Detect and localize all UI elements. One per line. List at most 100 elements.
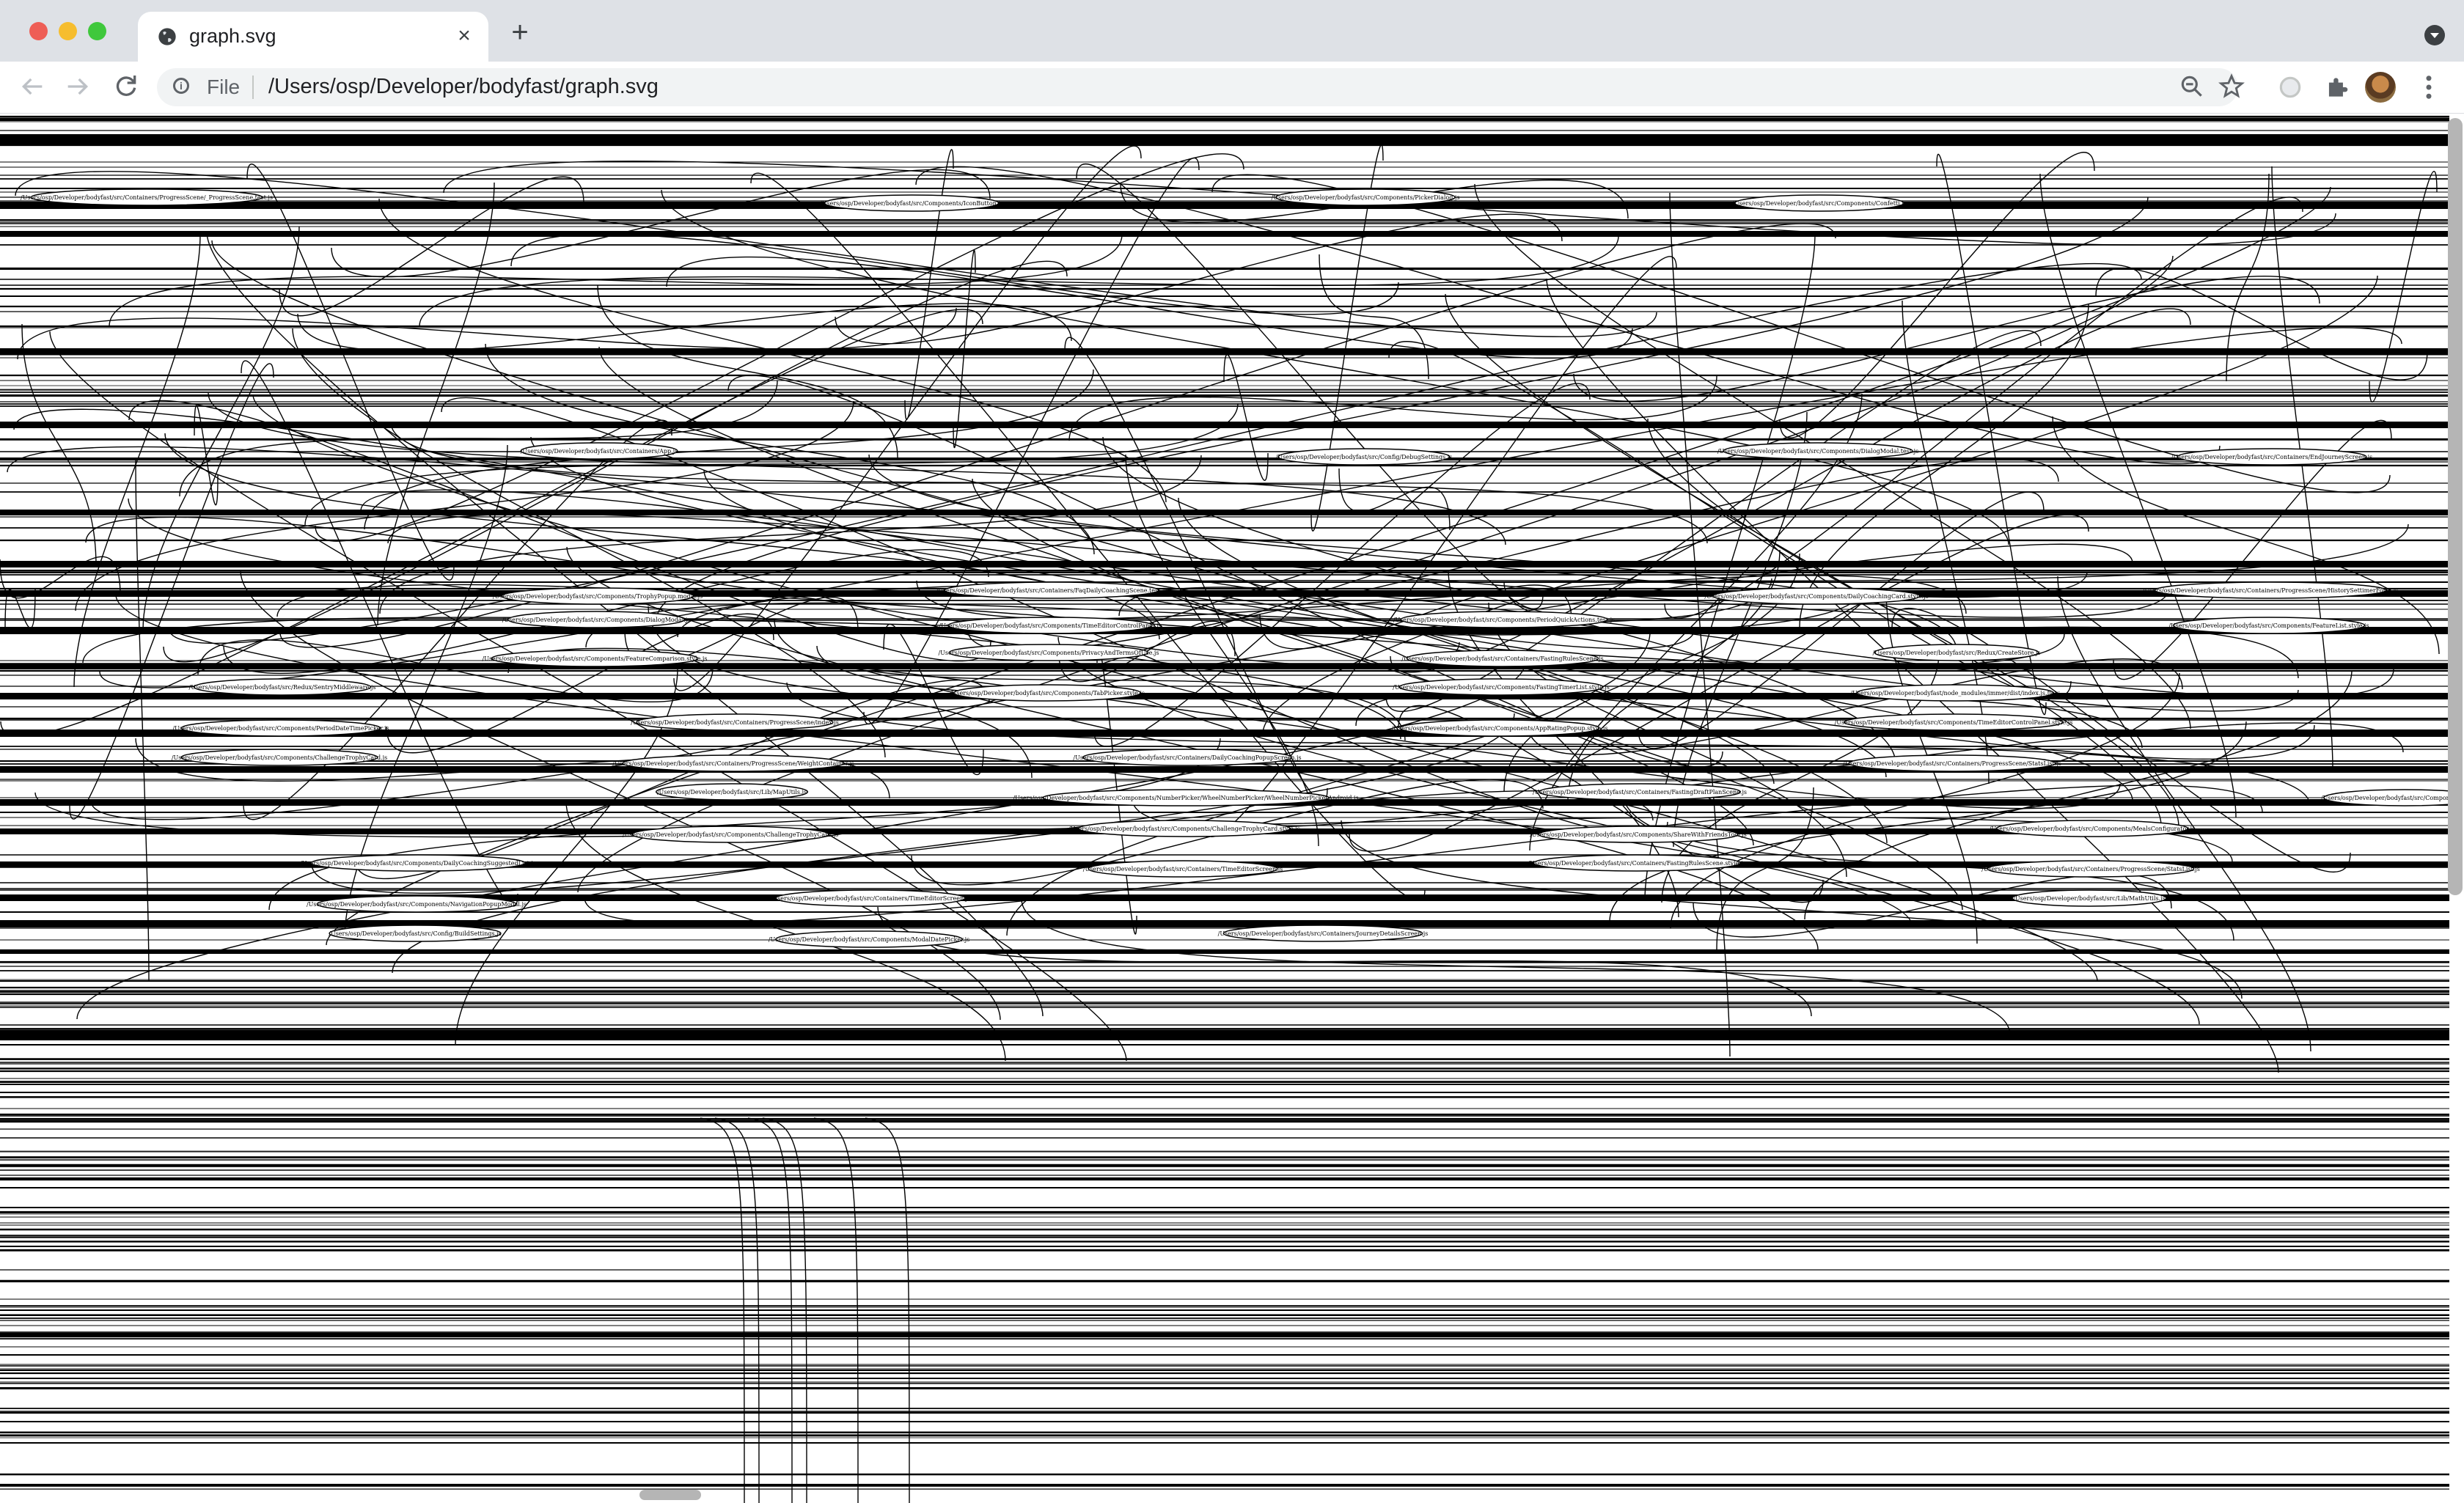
graph-node: /Users/osp/Developer/bodyfast/src/Compon… [1990, 820, 2196, 837]
graph-node-label: /Users/osp/Developer/bodyfast/src/Compon… [1068, 826, 1300, 832]
minimize-window-button[interactable] [59, 22, 77, 40]
graph-node: /Users/osp/Developer/bodyfast/src/Contai… [1401, 650, 1604, 667]
graph-node-label: /Users/osp/Developer/bodyfast/src/Contai… [1073, 754, 1301, 761]
edge-curve [2113, 419, 2392, 680]
edge-curve [1936, 153, 2047, 716]
address-bar[interactable]: i File /Users/osp/Developer/bodyfast/gra… [157, 68, 2245, 106]
graph-node: /Users/osp/Developer/bodyfast/src/Compon… [483, 650, 708, 667]
edge-curve [750, 172, 1426, 901]
bookmark-star-icon[interactable] [2218, 73, 2245, 100]
edge-curve [700, 1117, 745, 1503]
edge-curve [135, 460, 150, 981]
edge-curve [1528, 658, 2183, 755]
graph-node-label: /Users/osp/Developer/bodyfast/src/Compon… [172, 754, 387, 761]
graph-node: /Users/osp/Developer/bodyfast/src/Compon… [1704, 587, 1929, 605]
url-text[interactable]: /Users/osp/Developer/bodyfast/graph.svg [268, 75, 659, 98]
edge-curve [1488, 602, 1847, 878]
graph-node-label: /Users/osp/Developer/bodyfast/src/Compon… [1990, 826, 2196, 832]
extension-circle-icon[interactable] [2276, 73, 2304, 101]
new-tab-button[interactable]: + [511, 16, 529, 48]
edge-curve [15, 171, 1657, 337]
graph-node-label: /Users/osp/Developer/bodyfast/src/Contai… [1843, 760, 2061, 767]
graph-node-label: /Users/osp/Developer/bodyfast/src/Compon… [1704, 593, 1928, 600]
graph-node: /Users/osp/Developer/bodyfast/src/Lib/Ma… [655, 783, 809, 801]
edge-curve [353, 679, 990, 880]
edge-curve [656, 196, 2149, 619]
zoom-window-button[interactable] [88, 22, 106, 40]
graph-node-label: /Users/osp/Developer/bodyfast/src/Compon… [938, 650, 1159, 656]
edge-curve [1669, 192, 1731, 1057]
edge-curve [419, 235, 1619, 327]
page-viewport[interactable]: /Users/osp/Developer/bodyfast/src/Contai… [0, 114, 2464, 1503]
zoom-out-icon[interactable] [2178, 73, 2206, 100]
edge-curve [315, 153, 1244, 542]
graph-node-label: /Users/osp/Developer/bodyfast/src/Compon… [623, 831, 838, 838]
edge-curve [268, 738, 1221, 911]
edge-band [0, 766, 2449, 773]
edge-curve [386, 613, 774, 754]
graph-node-label: /Users/osp/Developer/bodyfast/src/Lib/Ma… [2013, 895, 2166, 902]
graph-node: /Users/osp/Developer/bodyfast/node_modul… [1850, 684, 2060, 702]
graph-node: /Users/osp/Developer/bodyfast/src/Contai… [1843, 754, 2061, 772]
edge-curve [1693, 873, 2172, 938]
edge-curve [1609, 721, 2247, 922]
tab-title: graph.svg [189, 25, 276, 47]
extensions-puzzle-icon[interactable] [2323, 73, 2351, 101]
edge-curve [786, 682, 2311, 806]
graph-node-label: /Users/osp/Developer/bodyfast/src/Contai… [2143, 587, 2398, 594]
graph-node: /Users/osp/Developer/bodyfast/src/Compon… [172, 749, 387, 766]
tab-search-icon[interactable] [2424, 25, 2445, 45]
edge-curve [883, 624, 984, 775]
edge-band [0, 231, 2449, 237]
edge-curve [510, 233, 1399, 315]
graph-node: /Users/osp/Developer/bodyfast/src/Compon… [950, 684, 1145, 702]
edge-curve [76, 661, 1526, 1020]
edge-band [0, 920, 2449, 926]
tab-graph-svg[interactable]: graph.svg × [138, 12, 488, 62]
edge-curve [577, 255, 2174, 893]
edge-curve [1338, 468, 1451, 531]
edge-curve [813, 1117, 859, 1503]
edge-curve [1064, 337, 1328, 803]
edge-curve [1670, 672, 2180, 929]
graph-node-label: /Users/osp/Developer/bodyfast/src/Contai… [1528, 860, 1745, 867]
graph-node: /Users/osp/Developer/bodyfast/src/Contai… [1533, 783, 1747, 801]
edge-curve [90, 543, 2133, 820]
edge-curve [2052, 416, 2440, 655]
edge-curve [1349, 514, 2089, 852]
edge-curve [2271, 166, 2333, 770]
edge-curve [747, 1117, 793, 1503]
edge-curve [868, 454, 1957, 651]
graph-node-label: /Users/osp/Developer/bodyfast/src/Contai… [1981, 866, 2200, 872]
reload-icon[interactable] [111, 72, 141, 101]
forward-arrow-icon[interactable] [63, 72, 92, 101]
horizontal-scrollbar[interactable] [639, 1490, 701, 1500]
back-arrow-icon[interactable] [18, 72, 47, 101]
edge-curve [49, 331, 1127, 1062]
edge-curve [648, 606, 1033, 779]
graph-node: /Users/osp/Developer/bodyfast/src/Compon… [1717, 442, 1918, 460]
edge-curve [714, 1117, 760, 1503]
globe-icon [158, 28, 176, 45]
browser-toolbar: i File /Users/osp/Developer/bodyfast/gra… [0, 62, 2464, 114]
edge-curve [1178, 497, 1888, 844]
tab-strip: graph.svg × + [0, 0, 2464, 62]
vertical-scrollbar[interactable] [2448, 118, 2463, 895]
graph-node-label: /Users/osp/Developer/bodyfast/src/Compon… [172, 725, 389, 732]
graph-node-label: /Users/osp/Developer/bodyfast/src/Compon… [2321, 795, 2449, 801]
close-tab-icon[interactable]: × [458, 23, 471, 48]
graph-node-label: /Users/osp/Developer/bodyfast/src/Compon… [483, 655, 708, 662]
edge-curve [73, 234, 201, 688]
graph-node-label: /Users/osp/Developer/bodyfast/src/Compon… [1013, 795, 1358, 801]
three-dots-menu-icon[interactable] [2424, 72, 2433, 103]
graph-node: /Users/osp/Developer/bodyfast/src/Contai… [771, 889, 970, 907]
graph-node: /Users/osp/Developer/bodyfast/src/Compon… [1530, 826, 1747, 843]
graph-node: /Users/osp/Developer/bodyfast/src/Compon… [1393, 611, 1615, 628]
info-icon[interactable]: i [173, 78, 189, 94]
graph-node: /Users/osp/Developer/bodyfast/src/Compon… [769, 930, 969, 948]
graph-node-label: /Users/osp/Developer/bodyfast/src/Contai… [1083, 866, 1283, 872]
graph-node: /Users/osp/Developer/bodyfast/src/Compon… [493, 587, 703, 605]
graph-node-label: /Users/osp/Developer/bodyfast/src/Contai… [2171, 454, 2372, 460]
close-window-button[interactable] [29, 22, 48, 40]
profile-avatar[interactable] [2365, 72, 2396, 103]
